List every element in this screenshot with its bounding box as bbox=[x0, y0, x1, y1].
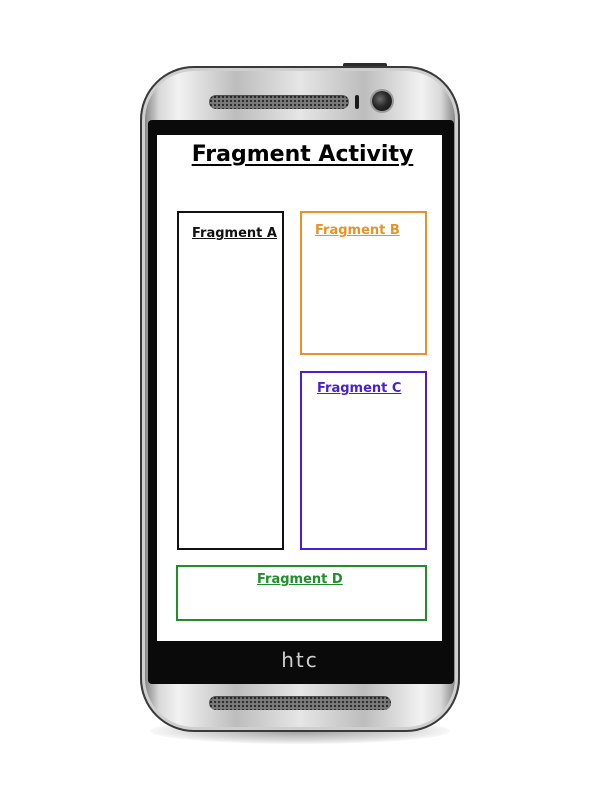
top-speaker-grille bbox=[209, 95, 349, 109]
fragment-d-box bbox=[176, 565, 427, 621]
power-button bbox=[343, 63, 387, 68]
phone-screen bbox=[157, 135, 442, 641]
fragment-a-box bbox=[177, 211, 284, 550]
front-camera-icon bbox=[372, 91, 392, 111]
brand-logo: htc bbox=[281, 648, 319, 672]
fragment-c-box bbox=[300, 371, 427, 550]
proximity-sensor bbox=[355, 95, 359, 109]
fragment-c-label: Fragment C bbox=[317, 381, 402, 396]
bottom-speaker-grille bbox=[209, 696, 391, 710]
fragment-a-label: Fragment A bbox=[192, 226, 277, 241]
fragment-d-label: Fragment D bbox=[257, 572, 343, 587]
fragment-b-label: Fragment B bbox=[315, 223, 400, 238]
fragment-b-box bbox=[300, 211, 427, 355]
activity-title: Fragment Activity bbox=[191, 142, 414, 167]
